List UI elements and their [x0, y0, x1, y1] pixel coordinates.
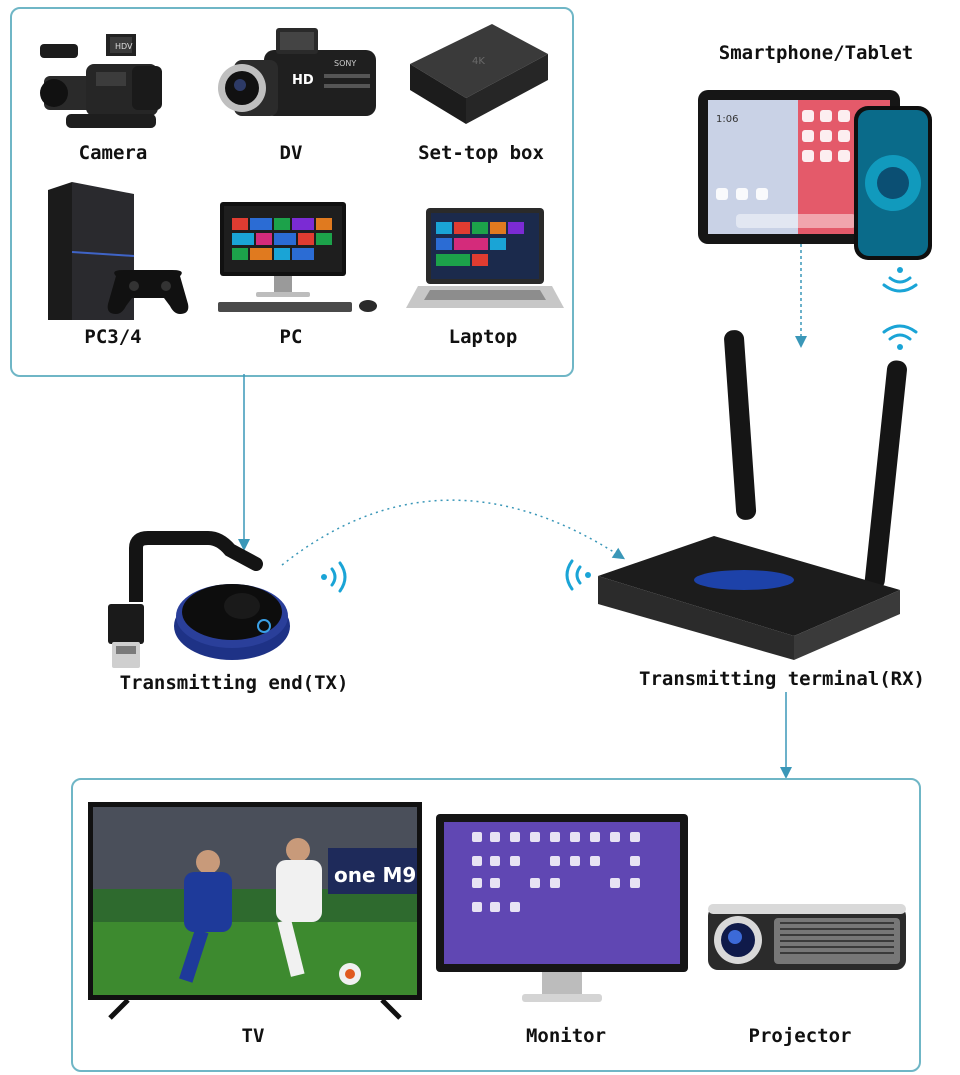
smartphone-tablet-label: Smartphone/Tablet: [718, 42, 914, 64]
camera-badge-text: HDV: [115, 42, 133, 51]
wifi-icon: [565, 559, 591, 591]
wifi-icon: [321, 561, 347, 593]
pc-label: PC: [279, 326, 303, 348]
camera-image: HDV: [40, 34, 162, 128]
pc3-4-label: PC3/4: [84, 326, 142, 348]
dv-label: DV: [279, 142, 303, 164]
monitor-image: [436, 814, 688, 1002]
tx-to-rx-wireless-link: [281, 499, 626, 566]
tx-label: Transmitting end(TX): [119, 672, 349, 694]
rx-receiver-image: [598, 330, 907, 660]
tablet-and-phone-image: 1:06: [698, 90, 932, 260]
projector-image: [708, 904, 906, 970]
wifi-icon: [882, 267, 918, 293]
dv-brand-text: SONY: [334, 59, 356, 68]
dv-badge-text: HD: [292, 73, 314, 88]
game-console-image: [48, 182, 189, 320]
tv-label: TV: [241, 1025, 265, 1047]
tv-ad-text: one M9: [334, 863, 416, 887]
set-top-box-image: 4K: [410, 24, 548, 124]
laptop-label: Laptop: [448, 326, 518, 348]
camera-label: Camera: [78, 142, 148, 164]
laptop-image: [406, 208, 564, 308]
projector-label: Projector: [748, 1025, 852, 1047]
tablet-time-text: 1:06: [716, 114, 738, 125]
tv-image: one M9: [88, 802, 422, 1020]
settop-badge-text: 4K: [472, 56, 485, 67]
set-top-box-label: Set-top box: [418, 142, 544, 164]
tx-dongle-image: [108, 531, 290, 668]
desktop-pc-image: [218, 202, 377, 312]
wifi-icon: [882, 324, 918, 350]
rx-label: Transmitting terminal(RX): [639, 668, 925, 690]
dv-camcorder-image: HD SONY: [218, 28, 376, 116]
monitor-label: Monitor: [525, 1025, 607, 1047]
